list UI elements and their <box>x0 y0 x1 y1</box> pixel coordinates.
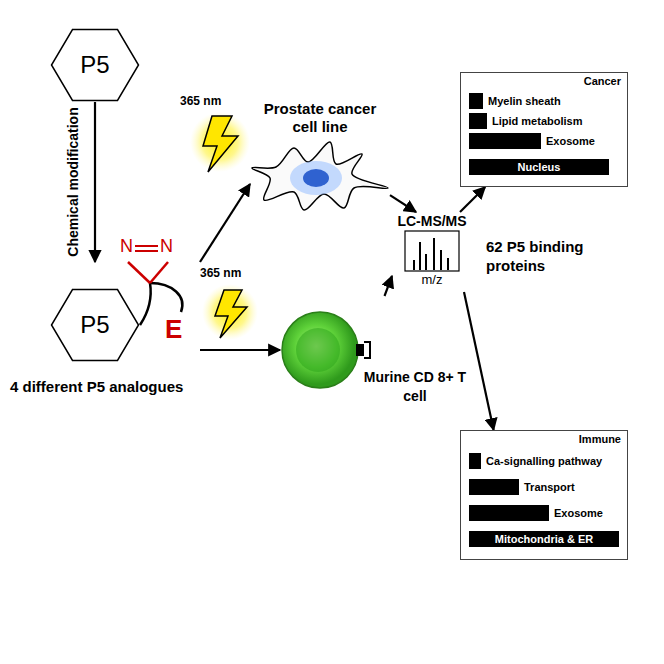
annotation-label: E <box>165 314 182 345</box>
cell-node: Prostate cancer cell line <box>250 100 390 212</box>
bar <box>469 93 483 109</box>
method-label: LC-MS/MS <box>397 212 466 230</box>
uv-glow <box>202 284 258 340</box>
annotation-label: N <box>120 236 133 257</box>
bar-node: Transport <box>469 479 577 495</box>
bar <box>469 453 481 469</box>
bar-node: Lipid metabolism <box>469 113 584 129</box>
hex-node: P5 <box>50 28 140 102</box>
diazirine-bond <box>150 262 168 283</box>
molecule-name: P5 <box>50 288 140 362</box>
bar-node: Mitochondria & ER <box>469 531 619 547</box>
tcell-node: Murine CD 8+ T cell <box>280 296 470 416</box>
bar-label: Exosome <box>546 133 595 149</box>
bar-label: Lipid metabolism <box>492 113 582 129</box>
bar-label: Myelin sheath <box>488 93 561 109</box>
bar-label: Ca-signalling pathway <box>486 453 602 469</box>
linker <box>140 283 151 325</box>
lightning-bolt <box>215 290 247 338</box>
linker <box>150 283 182 312</box>
cancer-cell-outline <box>250 138 390 212</box>
cell-label: Murine CD 8+ T cell <box>360 368 470 406</box>
chart-node: CancerMyelin sheathLipid metabolismExoso… <box>460 72 628 187</box>
chart-node: ImmuneCa-signalling pathwayTransportExos… <box>460 430 628 560</box>
molecule-name: P5 <box>50 28 140 102</box>
bar-label: Mitochondria & ER <box>469 531 619 547</box>
bar-node: Myelin sheath <box>469 93 563 109</box>
bar <box>469 133 541 149</box>
uv-glow <box>190 112 250 172</box>
bar-node: Exosome <box>469 505 605 521</box>
chart-title: Cancer <box>584 75 621 87</box>
bar-label: Nucleus <box>469 159 609 175</box>
spectrum-plot <box>404 230 460 272</box>
axis-label: m/z <box>422 272 443 288</box>
annotation-label: 4 different P5 analogues <box>10 378 183 395</box>
arrow-connector <box>200 349 280 351</box>
hex-node: P5 <box>50 262 200 362</box>
arrow-connector <box>460 187 485 212</box>
bar-label: Transport <box>524 479 575 495</box>
arrow-connector <box>464 292 494 430</box>
bar <box>469 113 487 129</box>
bar <box>469 505 549 521</box>
lc-node: LC-MS/MS m/z <box>392 212 472 292</box>
diazirine-bond <box>128 262 150 283</box>
bar <box>469 479 519 495</box>
double-bond <box>135 245 158 247</box>
annotation-label: N <box>160 236 173 257</box>
cell-label: Prostate cancer cell line <box>250 100 390 136</box>
bar-node: Nucleus <box>469 159 609 175</box>
edge-label: Chemical modification <box>65 107 81 256</box>
chart-title: Immune <box>579 433 621 445</box>
annotation-label: 365 nm <box>200 266 241 280</box>
arrow-connector <box>390 195 416 212</box>
annotation-label: 365 nm <box>180 94 221 108</box>
lightning-bolt <box>203 116 238 172</box>
arrow-connector <box>94 102 96 262</box>
bar-node: Exosome <box>469 133 597 149</box>
arrow-connector <box>200 184 250 262</box>
bar-node: Ca-signalling pathway <box>469 453 604 469</box>
annotation-label: 62 P5 binding proteins <box>486 238 618 276</box>
bar-label: Exosome <box>554 505 603 521</box>
double-bond <box>135 250 158 252</box>
arrow-connector <box>385 276 393 296</box>
